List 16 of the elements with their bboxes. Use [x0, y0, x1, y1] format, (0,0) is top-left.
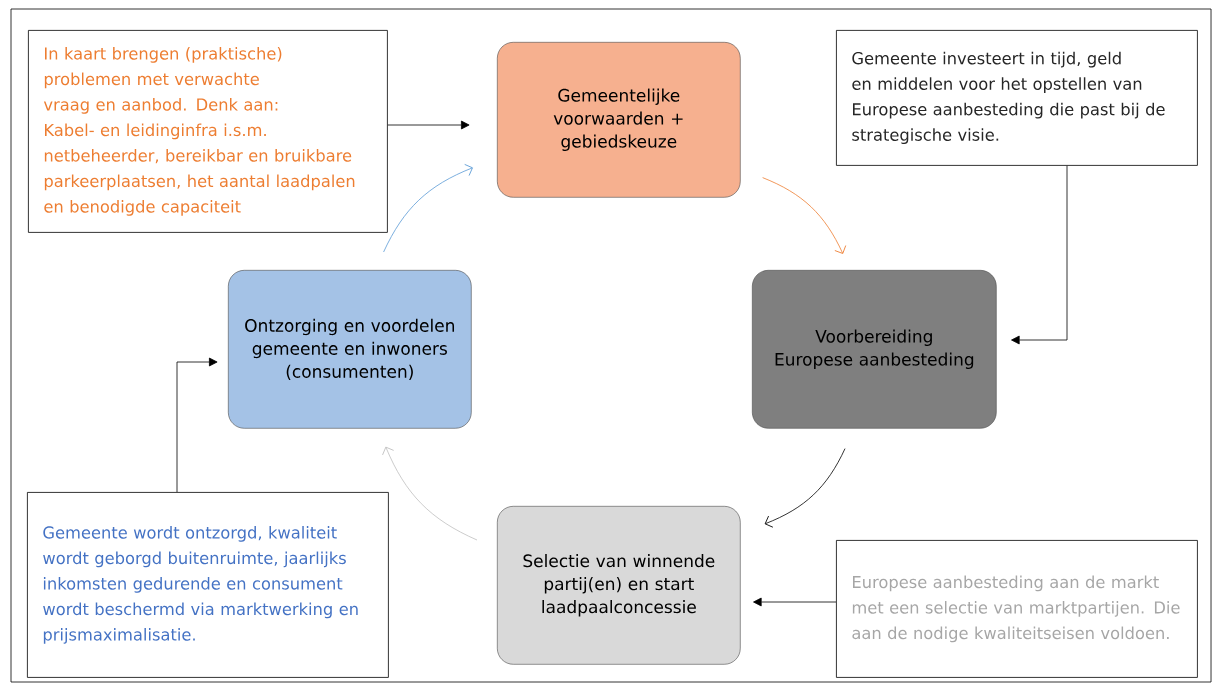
- process-box: Ontzorging en voordelen gemeente en inwoners (consumenten): [228, 270, 472, 429]
- note-box: Europese aanbesteding aan de markt met een selectie van marktpartijen. Die aan de nodige kwaliteitseisen voldoen.: [836, 540, 1198, 678]
- note-box: In kaart brengen (praktische) problemen met verwachte vraag en aanbod. Denk aan: Kabel- en leidinginfra i.s.m. netbeheerder, bereikbar en bruikbare parkeerplaatsen, het aantal laadpalen en benodigde capaciteit: [28, 30, 388, 233]
- process-box: Voorbereiding Europese aanbesteding: [752, 270, 997, 429]
- process-box: Gemeentelijke voorwaarden + gebiedskeuze: [497, 42, 741, 198]
- process-box: Selectie van winnende partij(en) en start laadpaalconcessie: [497, 506, 741, 665]
- arrow: [387, 120, 470, 130]
- arrow: [383, 164, 473, 253]
- arrow: [764, 448, 846, 528]
- arrow: [753, 597, 837, 607]
- note-box: Gemeente wordt ontzorgd, kwaliteit wordt geborgd buitenruimte, jaarlijks inkomsten gedurende en consument wordt beschermd via marktwerking en prijsmaximalisatie.: [27, 492, 389, 678]
- arrow: [176, 357, 218, 493]
- arrow: [762, 177, 847, 254]
- arrow: [1011, 165, 1068, 345]
- arrow: [382, 446, 478, 541]
- note-box: Gemeente investeert in tijd, geld en middelen voor het opstellen van Europese aanbesteding die past bij de strategische visie.: [836, 30, 1198, 166]
